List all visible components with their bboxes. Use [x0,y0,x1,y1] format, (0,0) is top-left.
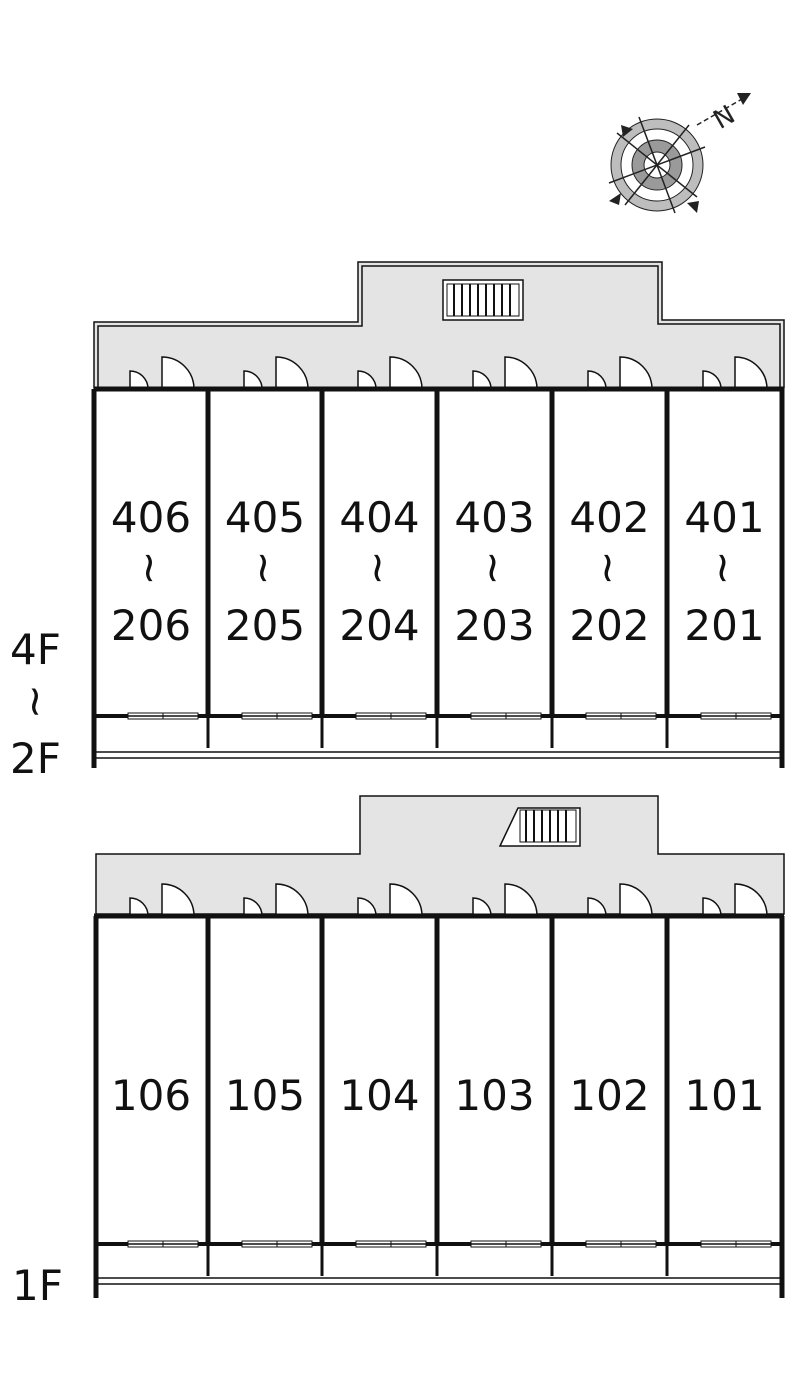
floor-label-1f: 1F [12,1261,63,1310]
unit-room: 102 [552,883,670,1276]
unit-room: 406 ~206 [94,356,211,748]
unit-room: 402 ~202 [552,356,670,748]
unit-room: 103 [437,883,555,1276]
unit-room: 405 ~205 [208,356,325,748]
entrance-door-icon [582,356,658,390]
unit-room: 101 [667,883,782,1248]
unit-room: 403 ~203 [437,356,555,748]
unit-number: 105 [225,1071,305,1120]
unit-number-top: 403 [454,493,534,542]
unit-range-separator: ~ [126,550,175,585]
unit-number: 101 [684,1071,764,1120]
unit-range-separator: ~ [240,550,289,585]
upper-floor-plan: 406 ~206 405 ~205 404 ~204 403 ~203 402 ~202 401 ~2… [10,261,785,783]
unit-number: 102 [569,1071,649,1120]
unit-number: 103 [454,1071,534,1120]
unit-room: 104 [322,883,440,1276]
unit-number: 106 [111,1071,191,1120]
unit-number-top: 406 [111,493,191,542]
unit-room: 105 [208,883,325,1276]
unit-number-bottom: 206 [111,601,191,650]
entrance-door-icon [352,883,428,917]
floor-label-4f: 4F [10,625,61,674]
unit-number-top: 401 [684,493,764,542]
unit-number-top: 402 [569,493,649,542]
unit-number-bottom: 202 [569,601,649,650]
unit-number-top: 404 [339,493,419,542]
unit-room: 106 [94,883,211,1276]
lower-floor-plan: 106 105 104 103 102 101 1F [12,795,785,1310]
stair-icon [442,279,524,321]
entrance-door-icon [467,883,543,917]
north-compass-icon: N [608,93,751,214]
unit-range-separator: ~ [355,550,404,585]
unit-room: 401 ~201 [667,356,782,720]
unit-number: 104 [339,1071,419,1120]
unit-range-separator: ~ [585,550,634,585]
entrance-door-icon [582,883,658,917]
unit-range-separator: ~ [470,550,519,585]
unit-number-top: 405 [225,493,305,542]
unit-room: 404 ~204 [322,356,440,748]
stair-icon [498,807,581,847]
unit-number-bottom: 201 [684,601,764,650]
compass-north-label: N [709,100,741,136]
unit-number-bottom: 205 [225,601,305,650]
floor-range-separator: ~ [12,684,61,719]
entrance-door-icon [467,356,543,390]
unit-number-bottom: 203 [454,601,534,650]
entrance-door-icon [238,356,314,390]
floor-label-2f: 2F [10,734,61,783]
entrance-door-icon [352,356,428,390]
unit-number-bottom: 204 [339,601,419,650]
unit-range-separator: ~ [700,550,749,585]
